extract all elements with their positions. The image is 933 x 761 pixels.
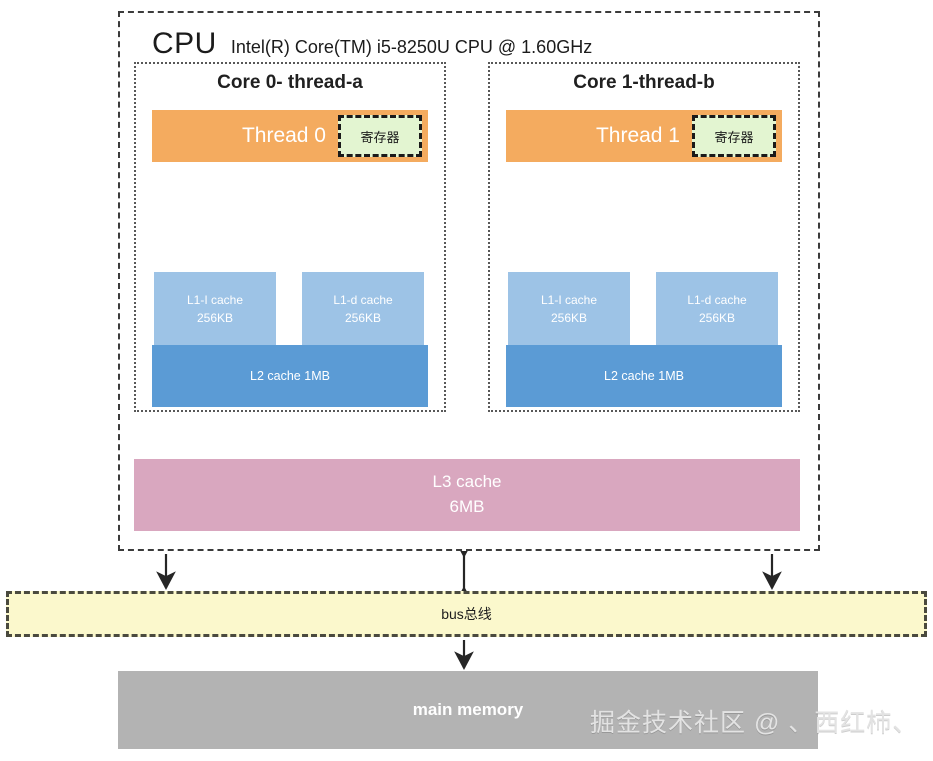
core-0-l2-label: L2 cache 1MB bbox=[250, 369, 330, 383]
cpu-header: CPU Intel(R) Core(TM) i5-8250U CPU @ 1.6… bbox=[152, 27, 592, 61]
core-1-l1d-name: L1-d cache bbox=[687, 293, 747, 307]
l3-cache: L3 cache 6MB bbox=[134, 459, 800, 531]
core-1-l1d-size: 256KB bbox=[698, 311, 736, 325]
core-0-l1i-name: L1-I cache bbox=[186, 293, 244, 307]
core-1-register-label: 寄存器 bbox=[714, 129, 754, 145]
core-1-thread-label: Thread 1 bbox=[595, 124, 680, 147]
main-memory-label: main memory bbox=[412, 700, 524, 719]
bus-container: bus总线 bbox=[6, 591, 927, 637]
core-0-title: Core 0- thread-a bbox=[217, 72, 363, 93]
core-1-l1i-size: 256KB bbox=[550, 311, 588, 325]
l3-cache-name: L3 cache bbox=[432, 472, 502, 492]
core-1-l1i-cache: L1-I cache 256KB bbox=[508, 272, 630, 346]
core-0-container: Core 0- thread-a Thread 0 寄存器 L1-I cache… bbox=[134, 62, 446, 412]
core-0-l1d-cache: L1-d cache 256KB bbox=[302, 272, 424, 346]
core-0-register-label: 寄存器 bbox=[360, 129, 400, 145]
l3-cache-size: 6MB bbox=[449, 497, 485, 516]
core-0-thread-label: Thread 0 bbox=[241, 124, 326, 147]
core-0-l2-cache: L2 cache 1MB bbox=[152, 345, 428, 407]
core-0-l1i-cache: L1-I cache 256KB bbox=[154, 272, 276, 346]
core-1-l1d-cache: L1-d cache 256KB bbox=[656, 272, 778, 346]
bus-label: bus总线 bbox=[441, 606, 492, 622]
core-1-l2-label: L2 cache 1MB bbox=[604, 369, 684, 383]
core-0-l1i-size: 256KB bbox=[196, 311, 234, 325]
main-memory-container: main memory bbox=[118, 671, 818, 749]
core-0-thread-bar: Thread 0 寄存器 bbox=[152, 110, 428, 162]
core-1-thread-bar: Thread 1 寄存器 bbox=[506, 110, 782, 162]
cpu-model-label: Intel(R) Core(TM) i5-8250U CPU @ 1.60GHz bbox=[230, 37, 593, 57]
core-1-register-box: 寄存器 bbox=[692, 115, 776, 157]
cpu-title: CPU bbox=[152, 27, 217, 60]
core-1-l1i-name: L1-I cache bbox=[540, 293, 598, 307]
core-0-register-box: 寄存器 bbox=[338, 115, 422, 157]
core-1-title: Core 1-thread-b bbox=[573, 72, 715, 93]
core-0-l1d-size: 256KB bbox=[344, 311, 382, 325]
watermark: 掘金技术社区 @ 、西红柿、 bbox=[590, 709, 919, 737]
core-1-l2-cache: L2 cache 1MB bbox=[506, 345, 782, 407]
core-0-l1d-name: L1-d cache bbox=[333, 293, 393, 307]
core-1-container: Core 1-thread-b Thread 1 寄存器 L1-I cache … bbox=[488, 62, 800, 412]
